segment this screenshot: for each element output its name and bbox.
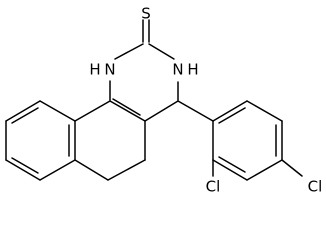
- bond-c6p-c1p-double: [218, 107, 246, 124]
- chloro-ortho-label: Cl: [206, 178, 221, 196]
- bond-c3p-c4p: [246, 159, 283, 181]
- bond-c5p-c6p: [246, 100, 283, 122]
- bond-c2-n3: [148, 43, 175, 60]
- bond-c2p-c3p: [212, 159, 248, 181]
- bond-c7-c8-double: [11, 157, 39, 174]
- bond-c4p-cl: [281, 159, 303, 177]
- nh-left-n-label: N: [104, 61, 115, 79]
- bond-c10-c10a: [39, 100, 76, 122]
- structure-canvas: S H N N H Cl Cl: [5, 5, 322, 196]
- sulfur-atom-label: S: [141, 5, 151, 23]
- bond-c10a-c10b: [74, 100, 111, 122]
- bond-c6a-c7: [39, 159, 76, 181]
- bond-c4-c1p: [177, 100, 214, 122]
- nh-left-h-label: H: [89, 61, 100, 79]
- bond-c2p-c3p-double: [218, 156, 246, 173]
- bond-c6-c6a: [74, 159, 109, 181]
- bond-c7-c8: [5, 159, 41, 181]
- bonds: [5, 19, 303, 181]
- bond-c4a-c10b-double: [112, 98, 141, 116]
- molecule-structure: S H N N H Cl Cl: [5, 5, 322, 196]
- atom-labels: S H N N H Cl Cl: [89, 5, 322, 196]
- nh-right-n-label: N: [172, 61, 183, 79]
- bond-c5-c6: [107, 159, 146, 181]
- nh-right-h-label: H: [187, 61, 198, 79]
- bond-c9-c10: [5, 100, 41, 122]
- chloro-para-label: Cl: [308, 178, 323, 196]
- bond-c2-n1: [114, 43, 144, 60]
- bond-c9-c10-double: [11, 107, 39, 124]
- bond-c4a-c10b: [109, 100, 146, 122]
- bond-c4-c4a: [144, 100, 179, 122]
- bond-c6p-c1p: [212, 100, 248, 122]
